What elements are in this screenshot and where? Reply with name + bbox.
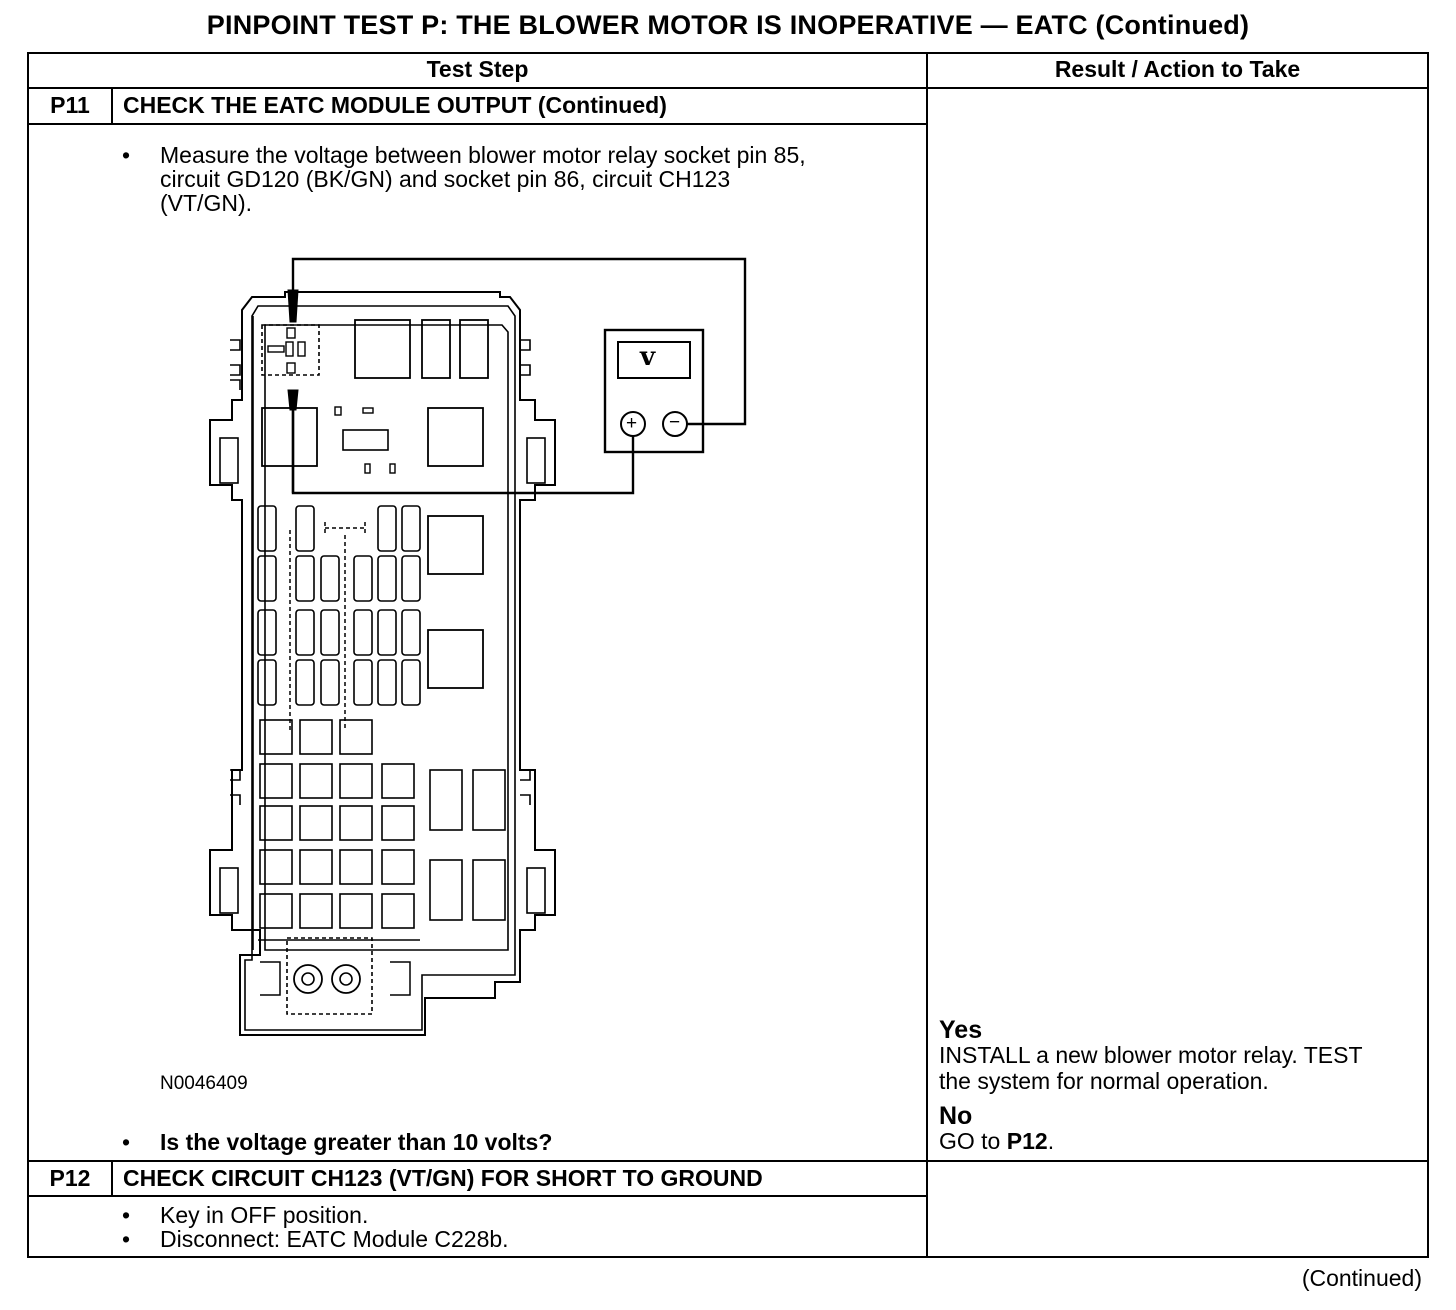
- meter-plus-symbol: +: [626, 413, 638, 434]
- header-result: Result / Action to Take: [1054, 56, 1301, 82]
- result-yes-text: INSTALL a new blower motor relay. TEST t…: [939, 1042, 1363, 1094]
- bullet-text: Key in OFF position.: [160, 1202, 369, 1228]
- p11-title-divider: [27, 123, 928, 125]
- pinpoint-test-table: [27, 52, 1429, 1258]
- step-title-p12: CHECK CIRCUIT CH123 (VT/GN) FOR SHORT TO…: [123, 1165, 763, 1191]
- meter-minus-symbol: −: [669, 412, 681, 433]
- result-no-suffix: .: [1047, 1128, 1055, 1154]
- bullet-text: Disconnect: EATC Module C228b.: [160, 1226, 509, 1252]
- result-no-text: GO to P12.: [939, 1128, 1054, 1154]
- meter-display-symbol: v: [640, 342, 656, 372]
- result-yes-label: Yes: [939, 1016, 983, 1044]
- p12-title-divider: [27, 1195, 928, 1197]
- result-no-prefix: GO to: [939, 1128, 1007, 1154]
- bullet-dot: •: [122, 1226, 131, 1252]
- step-divider: [27, 1160, 1429, 1162]
- step-title-p11: CHECK THE EATC MODULE OUTPUT (Continued): [123, 92, 667, 118]
- bullet-dot: •: [122, 142, 131, 168]
- header-divider: [27, 87, 1429, 89]
- figure-id: N0046409: [160, 1073, 248, 1094]
- step-id-p11: P11: [50, 92, 90, 118]
- step-id-p12: P12: [49, 1165, 91, 1191]
- bullet-dot: •: [122, 1202, 131, 1228]
- bullet-dot: •: [122, 1129, 131, 1155]
- column-divider: [926, 52, 928, 1258]
- header-test-step: Test Step: [426, 56, 529, 82]
- result-no-label: No: [939, 1102, 973, 1130]
- p12-id-divider: [111, 1160, 113, 1196]
- p11-id-divider: [111, 87, 113, 124]
- result-no-target-link[interactable]: P12: [1006, 1128, 1048, 1154]
- fuse-box-voltmeter-diagram: [209, 257, 747, 1036]
- question-text: Is the voltage greater than 10 volts?: [160, 1129, 553, 1155]
- bullet-text: Measure the voltage between blower motor…: [160, 142, 806, 216]
- footer-continued: (Continued): [1301, 1265, 1422, 1291]
- page-title: PINPOINT TEST P: THE BLOWER MOTOR IS INO…: [206, 10, 1250, 40]
